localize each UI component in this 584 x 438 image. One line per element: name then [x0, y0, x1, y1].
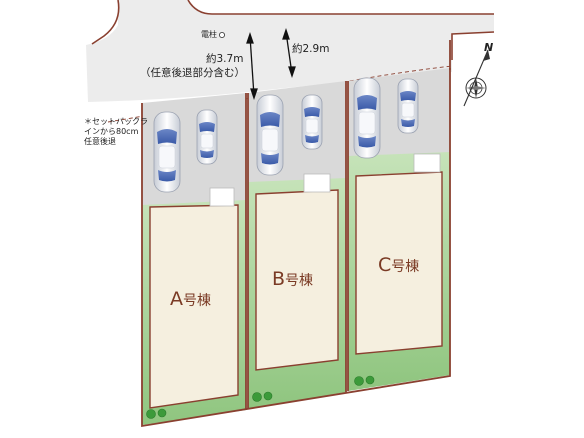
car-b-small	[301, 94, 323, 150]
car-a-large	[153, 111, 181, 193]
entrance-b	[303, 173, 331, 193]
car-a-small	[196, 109, 218, 165]
entrance-a	[209, 187, 235, 207]
setback-note-line3: 任意後退	[84, 137, 116, 146]
unit-a-suffix: 号棟	[183, 293, 211, 309]
building-a	[149, 204, 239, 409]
unit-b-letter: B	[272, 268, 286, 290]
unit-c-suffix: 号棟	[391, 259, 420, 275]
buildings	[149, 153, 443, 409]
car-b-large	[256, 94, 284, 176]
setback-note-line1: ＊セットバックラ	[84, 117, 148, 126]
unit-a-label: A号棟	[170, 288, 211, 310]
road-width-a-note: （任意後退部分含む）	[140, 67, 245, 79]
unit-c-letter: C	[378, 254, 392, 276]
unit-c-label: C号棟	[378, 254, 419, 276]
trees	[146, 375, 375, 419]
road-width-b-label: 約2.9m	[292, 43, 330, 55]
setback-note-line2: インから80cm	[84, 127, 139, 136]
entrance-c	[413, 153, 441, 173]
unit-b-suffix: 号棟	[285, 273, 314, 289]
lot-boundaries	[141, 40, 451, 428]
pole-label: 電柱	[201, 30, 217, 39]
compass-icon	[463, 49, 490, 107]
building-c	[355, 171, 443, 355]
car-c-small	[397, 78, 419, 134]
utility-pole-icon	[218, 31, 226, 39]
car-c-large	[353, 77, 381, 159]
unit-a-letter: A	[170, 288, 183, 310]
unit-b-label: B号棟	[272, 268, 313, 290]
compass-north-label: N	[484, 41, 494, 54]
road-width-a-label: 約3.7m	[206, 53, 244, 65]
dimension-arrows	[246, 27, 296, 101]
